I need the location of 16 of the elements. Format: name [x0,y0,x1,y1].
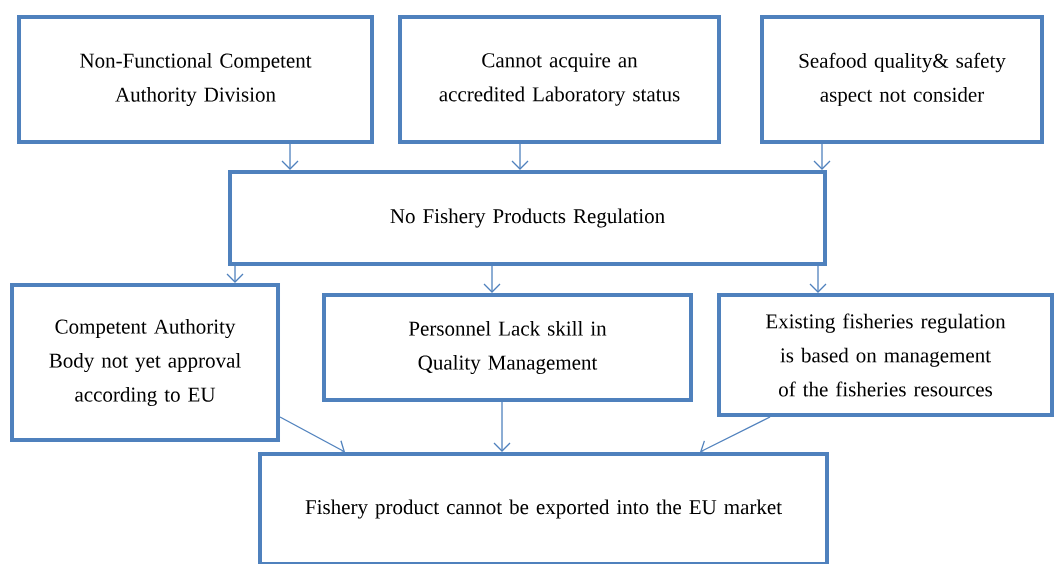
arrow [809,265,827,293]
text-box: Non-Functional Competent Authority Division [17,15,374,144]
text-box: No Fishery Products Regulation [228,170,827,266]
arrow [700,416,771,456]
text-box: Cannot acquire an accredited Laboratory status [398,15,721,144]
arrow [281,143,299,170]
text-box: Existing fisheries regulation is based on management of the fisheries resources [717,293,1054,417]
text-box: Fishery product cannot be exported into the EU market [258,452,829,564]
text-box: Personnel Lack skill in Quality Management [322,293,693,402]
arrow [511,143,529,170]
arrow [483,265,501,293]
arrow [493,401,511,452]
arrow [279,416,345,456]
arrow [813,143,831,170]
text-box: Seafood quality& safety aspect not consider [760,15,1044,144]
text-box: Competent Authority Body not yet approval according to EU [10,283,280,442]
